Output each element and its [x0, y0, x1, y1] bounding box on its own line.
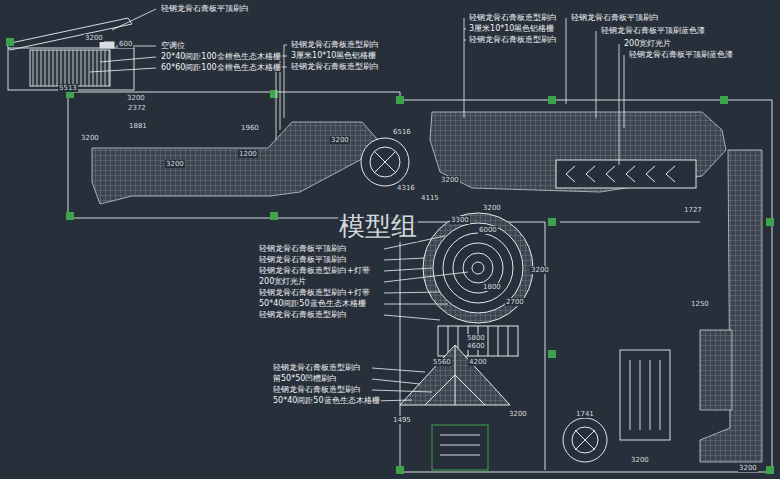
callout-text: 3厘米10*10黑色铝格栅 [468, 24, 555, 33]
dimension-text: 600 [118, 40, 133, 48]
callout-text: 轻钢龙骨石膏板造型刷白 [258, 310, 348, 319]
callout-text: 轻钢龙骨石膏板造型刷白+灯带 [258, 288, 371, 297]
dimension-text: 3200 [84, 34, 104, 42]
watermark: 模型组 [338, 212, 418, 242]
callout-text: 3厘米10*10黑色铝格栅 [290, 51, 377, 60]
callout-text: 轻钢龙骨石膏板平顶刷白 [258, 244, 348, 253]
dimension-text: 3200 [482, 204, 502, 212]
callout-text: 轻钢龙骨石膏板平顶刷蓝色漆 [628, 50, 734, 59]
dimension-text: 3200 [630, 456, 650, 464]
callout-text: 轻钢龙骨石膏板造型刷白 [290, 40, 380, 49]
dimension-text: 4600 [466, 342, 486, 350]
callout-text: 50*40间距50蓝色生态木格栅 [258, 299, 367, 308]
dimension-text: 3200 [126, 94, 146, 102]
dimension-text: 3300 [450, 216, 470, 224]
dimension-text: 1250 [690, 300, 710, 308]
dimension-text: 4200 [468, 358, 488, 366]
dimension-text: 3200 [440, 176, 460, 184]
dimension-text: 1495 [392, 416, 412, 424]
callout-text: 20*40间距100金檀色生态木格栅 [160, 52, 282, 61]
dimension-text: 3200 [165, 160, 185, 168]
callout-text: 轻钢龙骨石膏板造型刷白 [468, 35, 558, 44]
callout-text: 空调位 [160, 41, 186, 50]
dimension-text: 1741 [575, 410, 595, 418]
dimension-text: 3200 [330, 136, 350, 144]
dimension-text: 2700 [505, 298, 525, 306]
dimension-text: 5513 [58, 84, 78, 92]
dimension-text: 1881 [128, 122, 148, 130]
dimension-text: 1960 [240, 124, 260, 132]
dimension-text: 6000 [478, 226, 498, 234]
dimension-text: 5800 [466, 334, 486, 342]
dimension-text: 1800 [482, 283, 502, 291]
dimension-text: 3200 [738, 464, 758, 472]
dimension-text: 1200 [238, 150, 258, 158]
callout-text: 轻钢龙骨石膏板造型刷白+灯带 [258, 266, 371, 275]
dimension-text: 5560 [432, 358, 452, 366]
callout-text: 200宽灯光片 [258, 277, 307, 286]
callout-text: 60*60间距100金檀色生态木格栅 [160, 63, 282, 72]
callout-text: 轻钢龙骨石膏板平顶刷白 [258, 255, 348, 264]
dimension-text: 6516 [392, 128, 412, 136]
dimension-text: 4115 [420, 194, 440, 202]
dimension-text: 3200 [508, 410, 528, 418]
callout-text: 留50*50凹槽刷白 [272, 374, 338, 383]
callout-text: 50*40间距50蓝色生态木格栅 [272, 396, 381, 405]
dimension-text: 1727 [683, 206, 703, 214]
callout-text: 200宽灯光片 [623, 39, 672, 48]
dimension-text: 3200 [80, 134, 100, 142]
dimension-text: 3200 [530, 266, 550, 274]
callout-text: 轻钢龙骨石膏板平顶刷白 [570, 13, 660, 22]
dimension-text: 2372 [127, 104, 147, 112]
callout-text: 轻钢龙骨石膏板平顶刷蓝色漆 [600, 26, 706, 35]
callout-text: 轻钢龙骨石膏板造型刷白 [272, 363, 362, 372]
callout-text: 轻钢龙骨石膏板造型刷白 [290, 62, 380, 71]
dimension-text: 4316 [396, 184, 416, 192]
callout-text: 轻钢龙骨石膏板平顶刷白 [160, 4, 250, 13]
callout-text: 轻钢龙骨石膏板造型刷白 [272, 385, 362, 394]
callout-text: 轻钢龙骨石膏板造型刷白 [468, 13, 558, 22]
